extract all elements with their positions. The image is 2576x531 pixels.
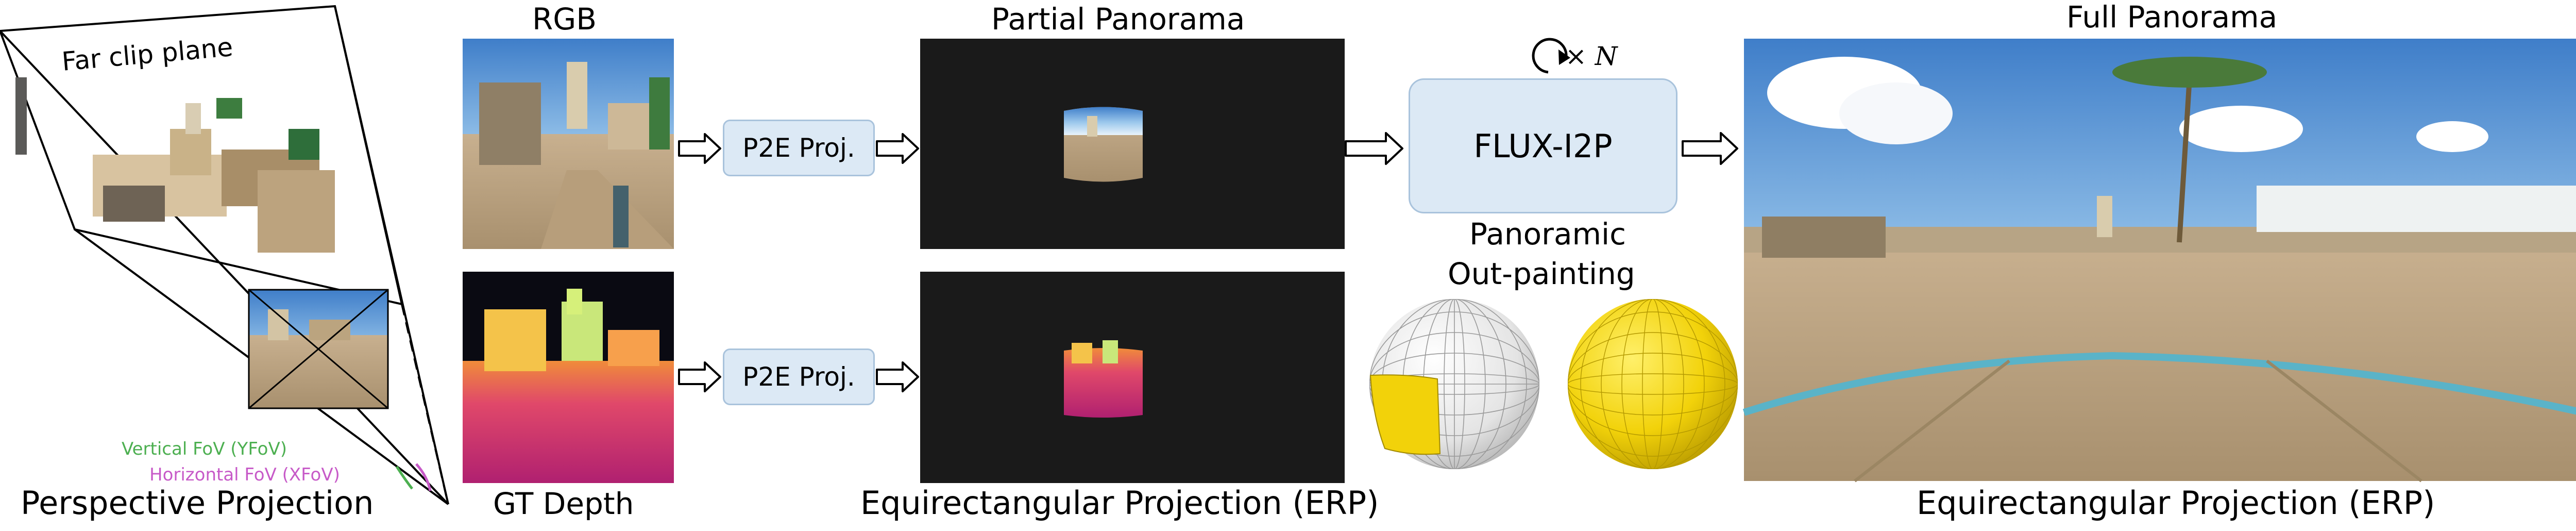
- p2e-proj-box-top: P2E Proj.: [723, 120, 875, 176]
- rgb-title: RGB: [532, 2, 597, 37]
- p2e-proj-label-top: P2E Proj.: [742, 133, 855, 163]
- partial-panorama-rgb: [920, 39, 1345, 249]
- loop-icon: [1532, 38, 1570, 74]
- flux-i2p-box: FLUX-I2P: [1409, 78, 1677, 213]
- perspective-projection-caption: Perspective Projection: [21, 484, 374, 522]
- vertical-fov-label: Vertical FoV (YFoV): [122, 439, 287, 459]
- scene-point-cloud: [15, 77, 335, 253]
- near-plane-image: [248, 289, 389, 409]
- panoramic-caption-line1: Panoramic: [1469, 217, 1626, 252]
- flux-i2p-label: FLUX-I2P: [1473, 127, 1613, 165]
- full-erp-caption: Equirectangular Projection (ERP): [1917, 484, 2435, 522]
- partial-erp-caption: Equirectangular Projection (ERP): [860, 484, 1379, 522]
- p2e-proj-box-bottom: P2E Proj.: [723, 349, 875, 405]
- full-panorama-image: [1742, 39, 2576, 483]
- horizontal-fov-arc: [415, 463, 432, 491]
- camera-frustum: [0, 5, 449, 505]
- white-sphere: [1369, 299, 1539, 469]
- panoramic-caption-line2: Out-painting: [1448, 256, 1635, 291]
- horizontal-fov-label: Horizontal FoV (XFoV): [149, 464, 340, 485]
- arrows: [678, 132, 1738, 392]
- full-panorama-title: Full Panorama: [2066, 0, 2278, 35]
- partial-panorama-depth: [920, 272, 1345, 483]
- depth-image: [463, 272, 674, 483]
- rgb-image: [463, 39, 674, 249]
- partial-panorama-title: Partial Panorama: [991, 2, 1245, 37]
- yellow-sphere: [1568, 299, 1738, 469]
- p2e-proj-label-bottom: P2E Proj.: [742, 362, 855, 392]
- depth-title: GT Depth: [493, 486, 634, 521]
- vertical-fov-arc: [395, 466, 413, 490]
- loop-count-label: × N: [1565, 41, 1618, 71]
